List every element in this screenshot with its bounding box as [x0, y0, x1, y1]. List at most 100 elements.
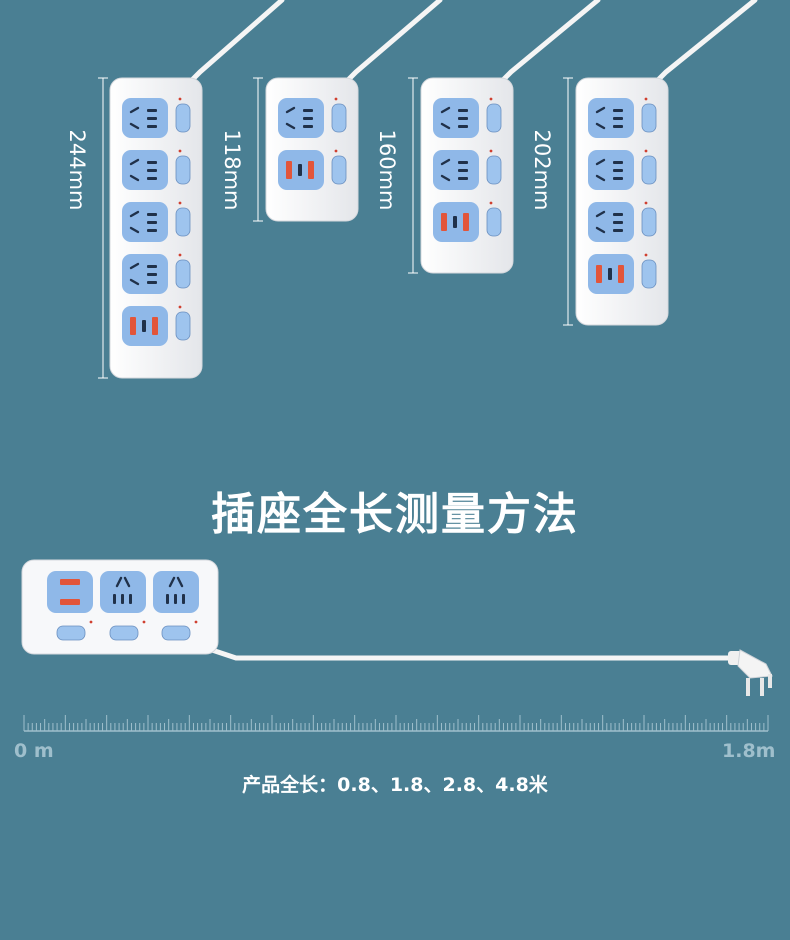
usb-port	[152, 317, 158, 335]
socket-slot	[458, 161, 468, 164]
socket-face	[588, 150, 634, 190]
switch-button	[486, 103, 502, 133]
indicator-light	[89, 620, 93, 624]
socket-face	[588, 98, 634, 138]
switch-button	[641, 207, 657, 237]
socket-slot	[147, 169, 157, 172]
socket-face	[122, 202, 168, 242]
socket-slot	[613, 169, 623, 172]
switch-button	[331, 103, 347, 133]
power-cable	[345, 0, 443, 83]
indicator-light	[178, 253, 182, 257]
power-strip	[408, 0, 601, 274]
usb-port	[441, 213, 447, 231]
strip-length-label-160: 160mm	[375, 129, 399, 211]
indicator-light	[194, 620, 198, 624]
socket-slot	[613, 213, 623, 216]
socket-slot	[147, 117, 157, 120]
socket-slot	[147, 273, 157, 276]
socket-face	[122, 98, 168, 138]
socket-face	[433, 150, 479, 190]
power-strip	[253, 0, 443, 222]
socket-slot	[303, 125, 313, 128]
socket-slot	[147, 213, 157, 216]
socket-prong	[115, 576, 123, 588]
usb-port	[130, 317, 136, 335]
socket-prong-left	[129, 210, 140, 218]
socket-slot	[147, 221, 157, 224]
socket-prong-left	[440, 158, 451, 166]
usb-port	[60, 599, 80, 605]
socket-slot	[458, 125, 468, 128]
power-strip	[563, 0, 758, 326]
socket-prong-left	[129, 174, 140, 182]
product-lengths-text: 产品全长：0.8、1.8、2.8、4.8米	[242, 774, 548, 796]
strip-length-label-244: 244mm	[65, 129, 89, 211]
indicator-light	[489, 97, 493, 101]
socket-slot	[147, 161, 157, 164]
usb-c-port	[453, 216, 457, 228]
socket-prong	[123, 576, 131, 588]
socket-prong-left	[595, 226, 606, 234]
socket-slot	[121, 594, 124, 604]
indicator-light	[178, 149, 182, 153]
strip-length-label-118: 118mm	[220, 129, 244, 211]
indicator-light	[178, 305, 182, 309]
indicator-light	[644, 253, 648, 257]
switch-button	[641, 259, 657, 289]
socket-prong-left	[595, 210, 606, 218]
switch-button	[175, 155, 191, 185]
switch-button	[56, 625, 86, 641]
socket-prong	[176, 576, 184, 588]
usb-port	[463, 213, 469, 231]
usb-port	[286, 161, 292, 179]
socket-slot	[166, 594, 169, 604]
indicator-light	[178, 97, 182, 101]
usb-c-port	[142, 320, 146, 332]
socket-face	[433, 98, 479, 138]
usb-port	[618, 265, 624, 283]
socket-slot	[303, 109, 313, 112]
power-strip	[98, 0, 285, 379]
socket-prong-left	[595, 106, 606, 114]
socket-face	[122, 150, 168, 190]
socket-slot	[147, 281, 157, 284]
usb-port	[308, 161, 314, 179]
switch-button	[175, 103, 191, 133]
socket-slot	[613, 177, 623, 180]
socket-face	[153, 571, 199, 613]
plug-pin	[760, 678, 764, 696]
socket-prong-left	[129, 278, 140, 286]
switch-button	[161, 625, 191, 641]
power-cable	[189, 0, 285, 83]
socket-slot	[613, 221, 623, 224]
strip-length-label-202: 202mm	[530, 129, 554, 211]
indicator-light	[334, 149, 338, 153]
usb-port	[60, 579, 80, 585]
indicator-light	[489, 149, 493, 153]
socket-slot	[458, 169, 468, 172]
indicator-light	[142, 620, 146, 624]
switch-button	[641, 155, 657, 185]
usb-port	[596, 265, 602, 283]
switch-button	[175, 207, 191, 237]
power-cable	[655, 0, 758, 83]
socket-face	[100, 571, 146, 613]
power-cable	[209, 647, 731, 661]
socket-slot	[147, 229, 157, 232]
socket-prong-left	[440, 122, 451, 130]
socket-prong-left	[129, 262, 140, 270]
measuring-ruler	[23, 715, 769, 732]
usb-c-port	[608, 268, 612, 280]
socket-slot	[129, 594, 132, 604]
socket-prong-left	[285, 122, 296, 130]
socket-slot	[613, 161, 623, 164]
usb-c-port	[298, 164, 302, 176]
socket-slot	[458, 117, 468, 120]
socket-prong-left	[440, 106, 451, 114]
socket-slot	[147, 265, 157, 268]
horizontal-power-strip	[21, 559, 773, 696]
socket-prong-left	[595, 122, 606, 130]
socket-prong-left	[129, 226, 140, 234]
